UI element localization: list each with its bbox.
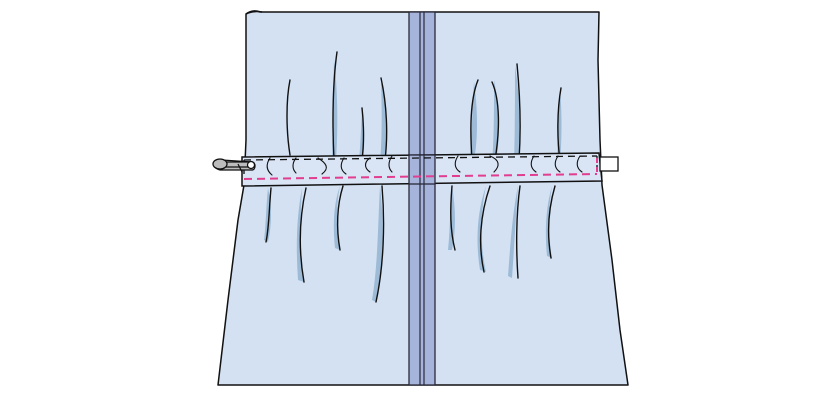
center-zipper (408, 11, 436, 386)
garment-top-corner (245, 10, 263, 15)
lower-gathers-left (264, 185, 385, 303)
lower-gathers-right (448, 185, 556, 279)
waistband-casing (241, 152, 603, 187)
upper-gathers-right (470, 63, 562, 162)
elastic-end-tab (599, 156, 619, 172)
zipper-tape (408, 11, 436, 386)
casing-guide-stitch (243, 173, 598, 180)
upper-gathers-left (286, 51, 388, 162)
casing-top-stitch (243, 155, 598, 161)
safety-pin-icon (212, 158, 256, 173)
